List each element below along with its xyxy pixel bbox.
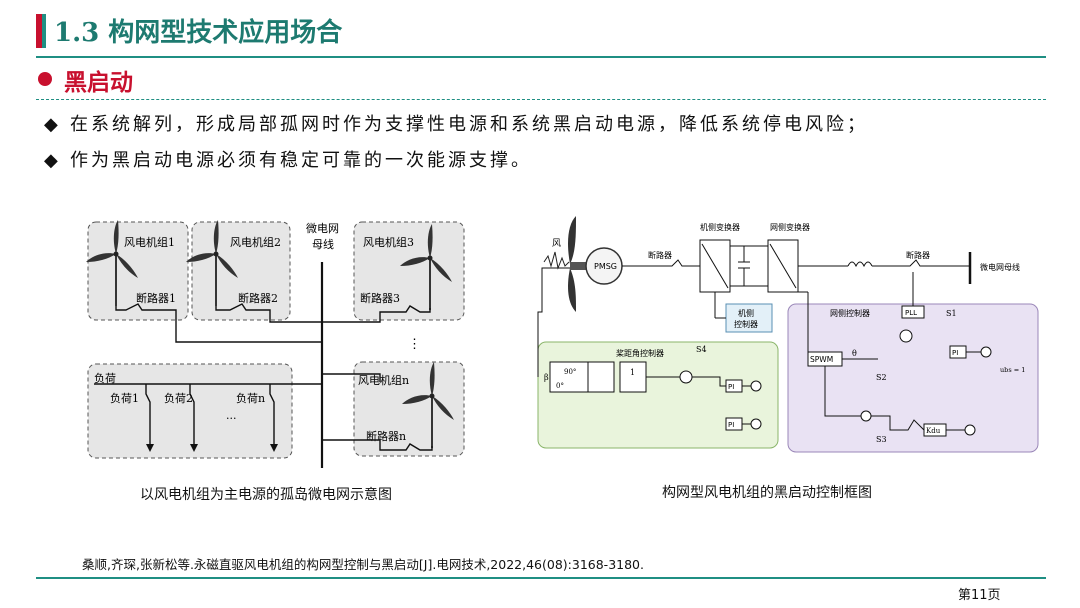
bullet-item: ◆ 作为黑启动电源必须有稳定可靠的一次能源支撑。	[44, 146, 532, 172]
svg-text:SPWM: SPWM	[810, 355, 833, 364]
island-microgrid-diagram: 风电机组1 风电机组2 风电机组3 风电机组n 断路器1 断路器2 断路器3 断…	[85, 219, 465, 468]
bullet-item: ◆ 在系统解列，形成局部孤网时作为支撑性电源和系统黑启动电源，降低系统停电风险；	[44, 110, 868, 136]
svg-text:PI: PI	[952, 349, 958, 357]
black-start-control-diagram: 风 PMSG 断路器 机侧变换器 网侧变换器 断路器 微电网母线 机侧 控制器 …	[537, 216, 1039, 453]
svg-text:PI: PI	[728, 383, 734, 391]
footer-divider	[36, 577, 1046, 579]
svg-text:机侧: 机侧	[738, 308, 754, 318]
diamond-bullet-icon: ◆	[44, 150, 58, 171]
bus-label: 微电网	[306, 221, 339, 235]
page-number: 第11页	[958, 588, 1001, 603]
grid-converter-label: 网侧变换器	[770, 222, 810, 232]
wind-unit-label: 风电机组n	[358, 373, 409, 387]
title-divider	[36, 56, 1046, 58]
load-group-box	[87, 363, 293, 459]
blade-icon	[568, 216, 576, 264]
switch-label: S3	[876, 435, 887, 444]
diamond-bullet-icon: ◆	[44, 114, 58, 135]
grid-bus-label: 微电网母线	[980, 262, 1020, 272]
load-dots: ···	[226, 412, 237, 425]
svg-text:90°: 90°	[564, 368, 576, 376]
wind-unit-label: 风电机组3	[363, 235, 414, 249]
svg-text:0°: 0°	[556, 382, 564, 390]
wind-unit-label: 风电机组2	[230, 235, 281, 249]
breaker-label: 断路器3	[360, 291, 400, 305]
wind-unit-box	[353, 361, 465, 457]
section-subtitle: 黑启动	[64, 70, 133, 96]
breaker-label: 断路器1	[136, 291, 176, 305]
subtitle-bullet-dot	[38, 72, 52, 86]
pitch-controller-label: 桨距角控制器	[616, 348, 664, 358]
right-diagram-caption: 构网型风电机组的黑启动控制框图	[662, 485, 872, 501]
svg-text:ubs = 1: ubs = 1	[1000, 366, 1025, 374]
page-title: 1.3 构网型技术应用场合	[54, 18, 343, 48]
load-label: 负荷n	[236, 391, 265, 405]
bus-label: 母线	[312, 237, 334, 251]
svg-text:PMSG: PMSG	[594, 262, 617, 271]
svg-text:PLL: PLL	[905, 309, 917, 317]
title-accent-bar-teal	[42, 14, 46, 48]
breaker-label: 断路器	[906, 250, 930, 260]
svg-text:Kdu: Kdu	[926, 427, 941, 435]
wind-unit-label: 风电机组1	[124, 235, 175, 249]
wind-unit-box	[87, 221, 189, 321]
breaker-label: 断路器2	[238, 291, 278, 305]
svg-text:1: 1	[630, 368, 635, 377]
grid-controller-label: 网侧控制器	[830, 308, 870, 318]
reference-citation: 桑顺,齐琛,张新松等.永磁直驱风电机组的构网型控制与黑启动[J].电网技术,20…	[82, 557, 644, 572]
switch-label: S4	[696, 345, 707, 354]
blade-icon	[568, 268, 576, 312]
wind-label: 风	[552, 238, 561, 249]
load-group-label: 负荷	[94, 371, 116, 385]
wind-unit-box	[353, 221, 465, 321]
load-label: 负荷2	[164, 391, 193, 405]
left-diagram-caption: 以风电机组为主电源的孤岛微电网示意图	[140, 487, 392, 503]
switch-label: S2	[876, 373, 887, 382]
breaker-label: 断路器	[648, 250, 672, 260]
subtitle-divider	[36, 99, 1046, 100]
svg-text:θ: θ	[852, 349, 857, 358]
switch-label: S1	[946, 309, 957, 318]
svg-text:控制器: 控制器	[734, 319, 758, 329]
title-accent-bar	[36, 14, 42, 48]
svg-text:β: β	[544, 373, 549, 382]
load-label: 负荷1	[110, 391, 139, 405]
bullet-text: 在系统解列，形成局部孤网时作为支撑性电源和系统黑启动电源，降低系统停电风险；	[70, 114, 868, 135]
bullet-text: 作为黑启动电源必须有稳定可靠的一次能源支撑。	[70, 150, 532, 171]
svg-text:PI: PI	[728, 421, 734, 429]
breaker-label: 断路器n	[366, 429, 406, 443]
machine-controller-block	[725, 303, 773, 333]
ellipsis-mark: ⋮	[408, 337, 421, 352]
machine-converter-label: 机侧变换器	[700, 222, 740, 232]
